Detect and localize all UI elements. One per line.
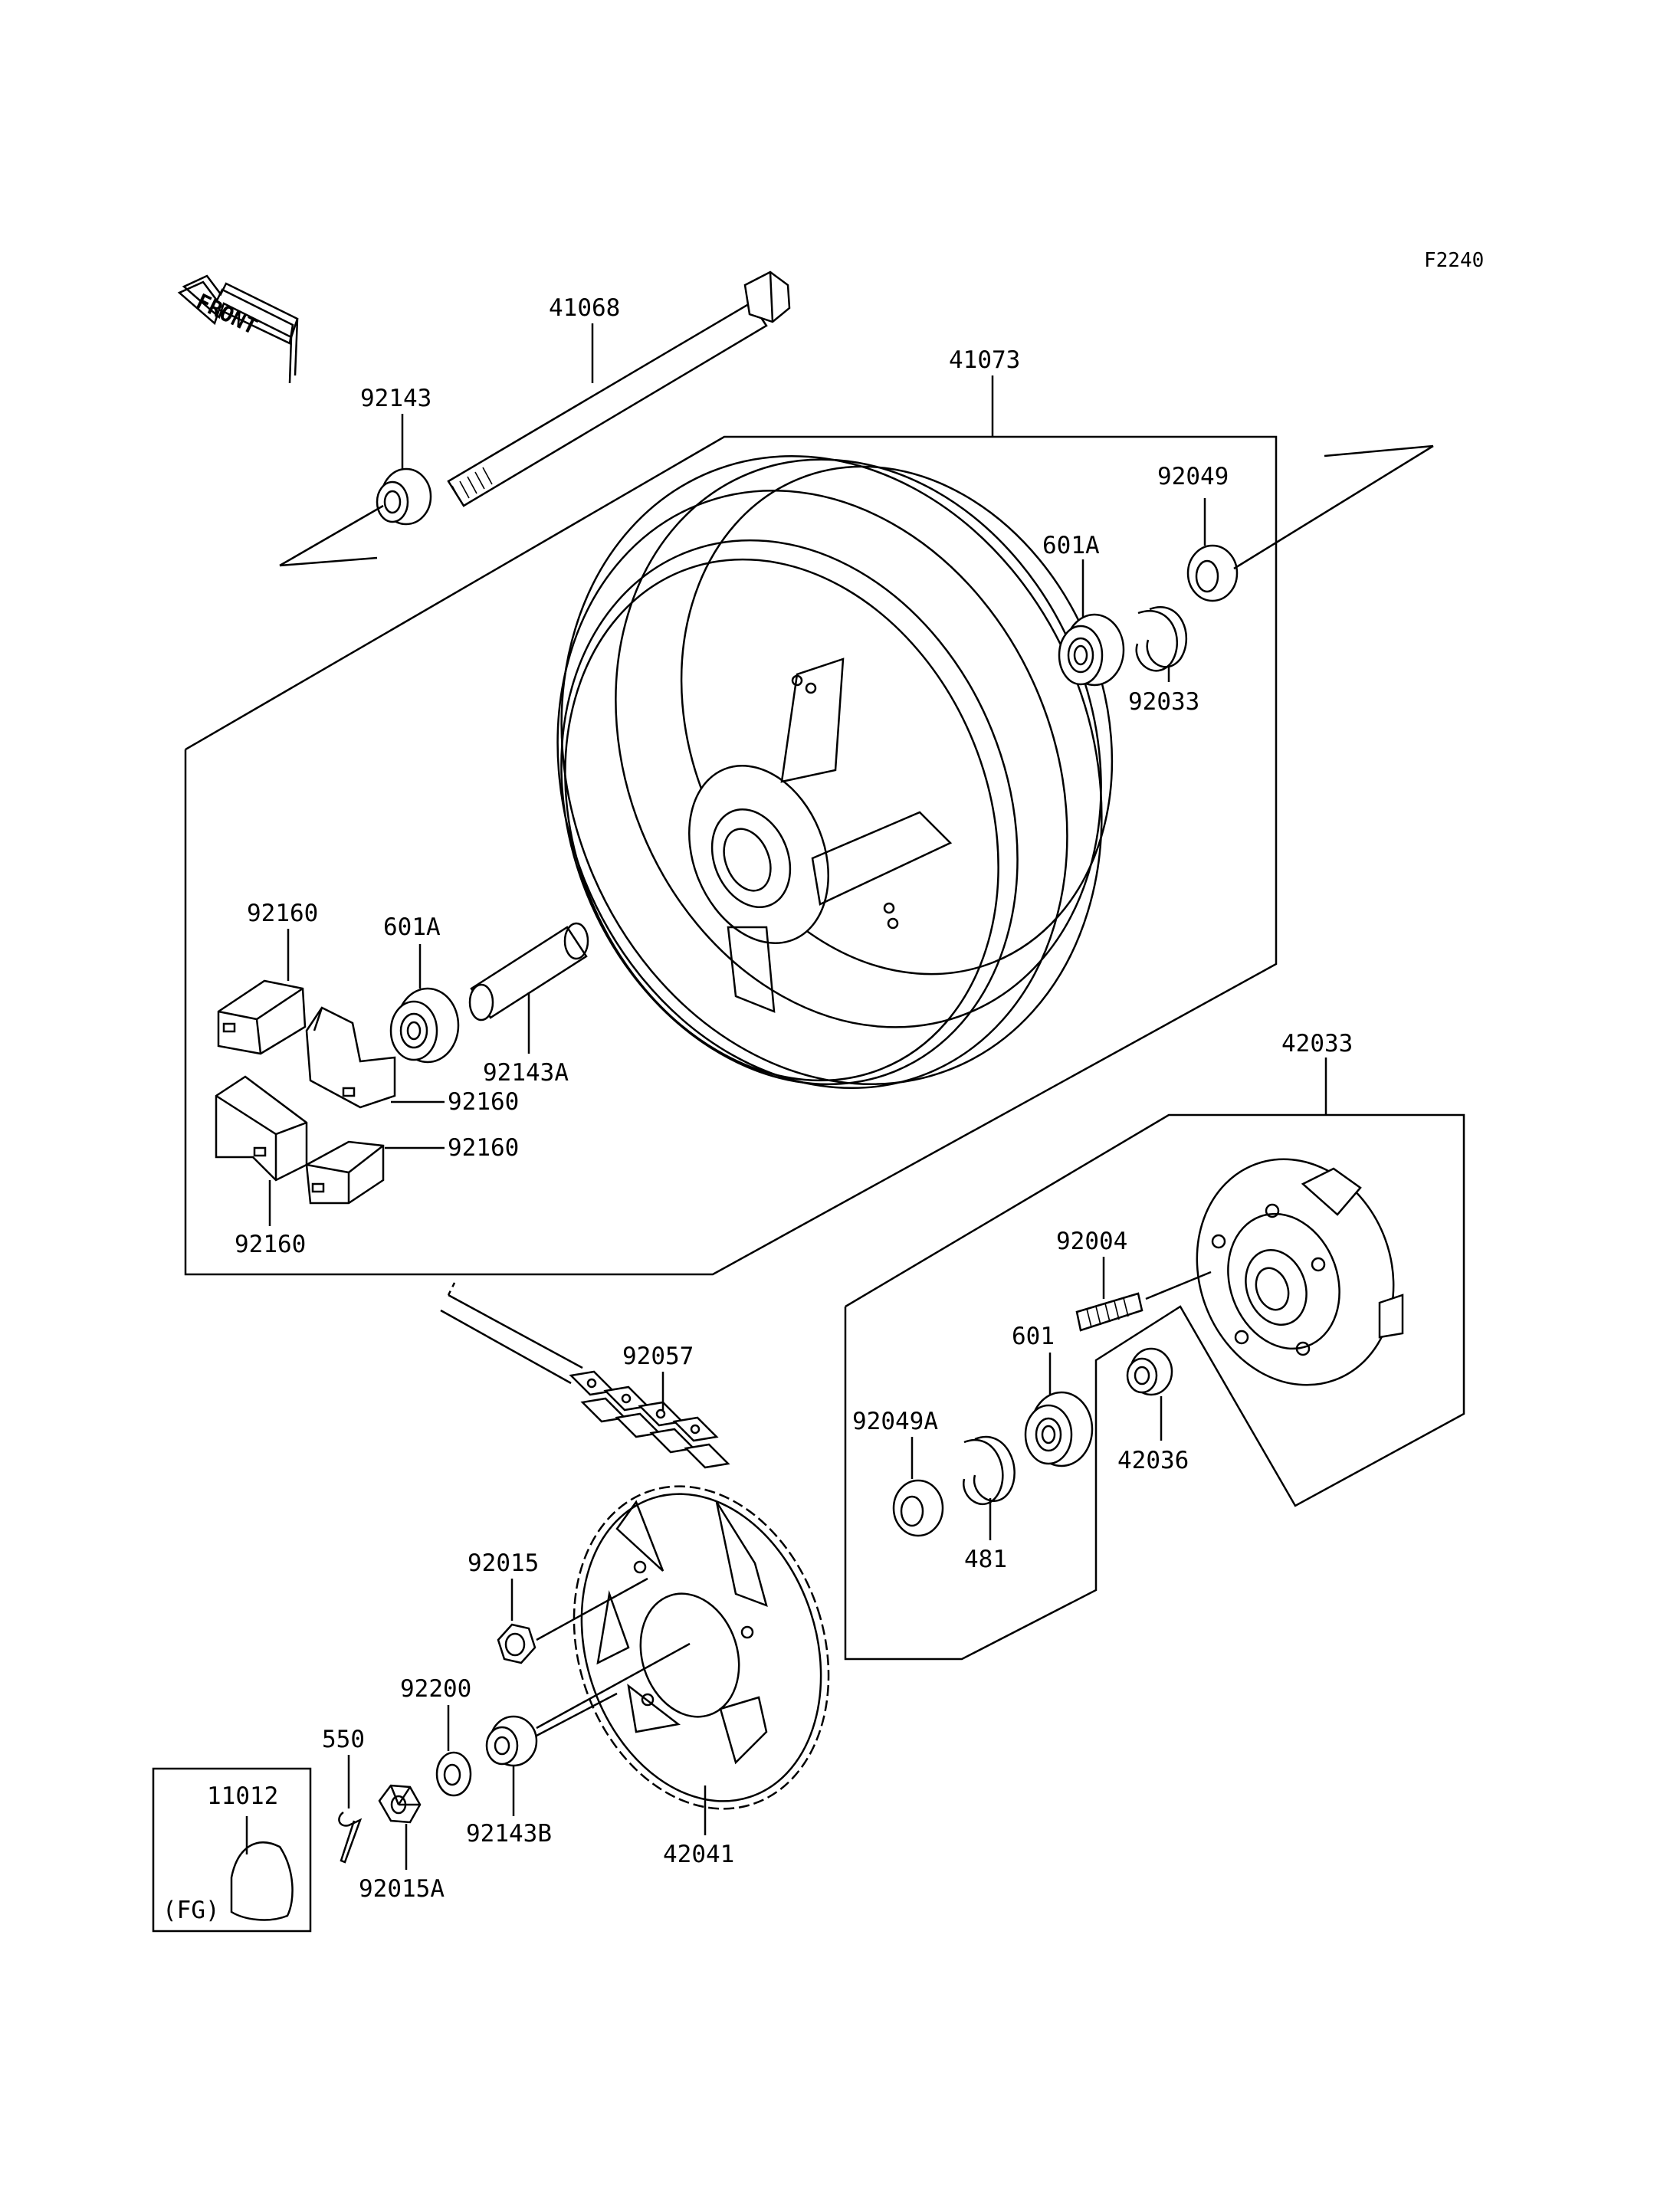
circlip-92033 <box>1135 606 1188 672</box>
label-92004: 92004 <box>1056 1228 1127 1255</box>
label-92057: 92057 <box>622 1343 694 1370</box>
collar-92143B <box>485 1715 538 1767</box>
cap-11012 <box>230 1841 294 1921</box>
label-92143A: 92143A <box>483 1059 569 1087</box>
stud-92004 <box>1075 1292 1144 1332</box>
label-601A-top: 601A <box>1042 532 1100 559</box>
label-92049A: 92049A <box>852 1408 938 1435</box>
label-42033: 42033 <box>1281 1030 1353 1058</box>
label-11012: 11012 <box>207 1782 278 1810</box>
damper-rubber-92160-left <box>215 1075 308 1182</box>
circlip-481 <box>963 1436 1016 1505</box>
label-92200: 92200 <box>400 1675 471 1703</box>
label-92160-b: 92160 <box>448 1088 519 1116</box>
front-arrow-icon: FRONT <box>177 274 299 384</box>
spacer-tube-92143A <box>468 922 589 1021</box>
label-92160-c: 92160 <box>448 1134 519 1162</box>
label-601A-left: 601A <box>383 913 441 941</box>
collar-42036 <box>1126 1347 1173 1396</box>
label-92143: 92143 <box>360 385 431 412</box>
label-42041: 42041 <box>663 1841 734 1868</box>
cotter-pin-550 <box>338 1811 363 1864</box>
castle-nut-92015A <box>378 1784 422 1824</box>
drive-chain-92057 <box>440 1279 730 1469</box>
damper-rubber-92160-mid <box>305 1006 396 1109</box>
label-92143B: 92143B <box>466 1820 552 1848</box>
seal-92049A <box>892 1479 944 1537</box>
damper-rubber-92160-bottom <box>305 1140 385 1205</box>
damper-rubber-92160-top <box>217 979 307 1055</box>
nut-92015 <box>497 1623 536 1664</box>
washer-92200 <box>435 1751 472 1797</box>
coupling-assembly-outline <box>844 1113 1465 1661</box>
label-92049: 92049 <box>1157 463 1229 490</box>
label-42036: 42036 <box>1117 1447 1189 1474</box>
label-601: 601 <box>1012 1323 1055 1350</box>
bearing-601A-left <box>389 987 460 1064</box>
label-92160-d: 92160 <box>235 1231 306 1258</box>
label-550: 550 <box>322 1726 365 1753</box>
label-92015: 92015 <box>468 1549 539 1577</box>
seal-92049 <box>1186 544 1239 602</box>
figure-code: F2240 <box>1424 249 1484 272</box>
bearing-601A-top <box>1058 613 1125 687</box>
fg-inset-box <box>152 1767 312 1933</box>
rear-wheel-rim <box>556 455 1114 1090</box>
bearing-601 <box>1024 1391 1094 1467</box>
fg-label: (FG) <box>162 1897 220 1924</box>
label-41068: 41068 <box>549 294 620 322</box>
label-92160-a: 92160 <box>247 900 318 927</box>
label-92033: 92033 <box>1128 688 1199 716</box>
spacer-92143 <box>376 467 432 526</box>
rear-sprocket-42041 <box>573 1485 830 1810</box>
sprocket-coupling-42033 <box>1196 1158 1404 1386</box>
axle-41068 <box>447 271 791 507</box>
label-41073: 41073 <box>949 346 1020 374</box>
wheel-assembly-outline <box>184 435 1278 1276</box>
label-481: 481 <box>964 1546 1007 1573</box>
label-92015A: 92015A <box>359 1875 445 1903</box>
